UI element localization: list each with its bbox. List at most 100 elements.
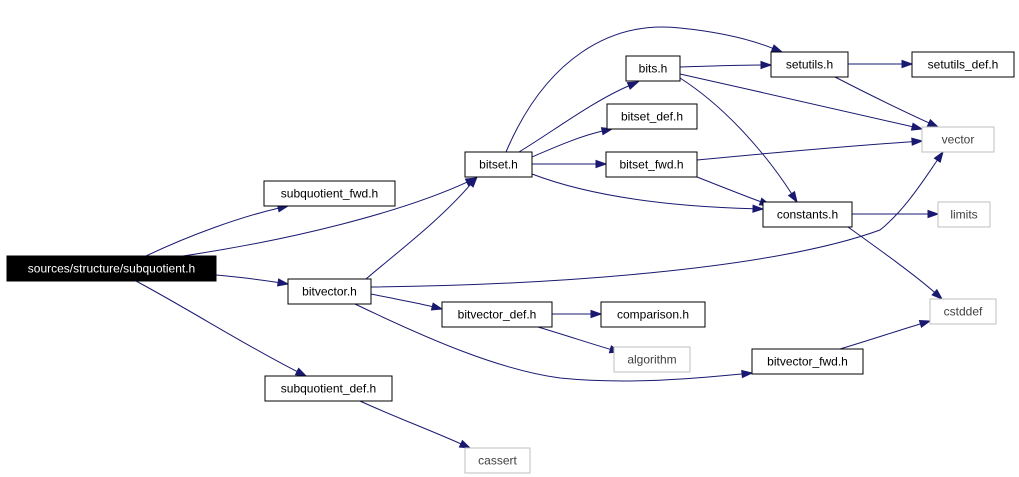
node-label: algorithm bbox=[627, 353, 676, 367]
node-setutils[interactable]: setutils.h bbox=[770, 51, 849, 78]
node-box bbox=[613, 346, 691, 373]
node-label: comparison.h bbox=[617, 308, 689, 322]
edge-bitvector-to-bitset bbox=[365, 175, 478, 280]
edge-bitset-to-bitset_def bbox=[531, 127, 614, 158]
edge-line bbox=[365, 183, 472, 280]
node-algorithm: algorithm bbox=[613, 346, 691, 373]
edge-arrowhead bbox=[910, 122, 924, 131]
node-box bbox=[606, 103, 698, 130]
nodes-layer: sources/structure/subquotient.h subquotie… bbox=[6, 51, 1015, 474]
node-bitset-def[interactable]: bitset_def.h bbox=[606, 103, 698, 130]
edge-arrowhead bbox=[595, 159, 608, 169]
node-bitvector[interactable]: bitvector.h bbox=[287, 278, 372, 305]
edge-line bbox=[839, 323, 922, 350]
node-label: limits bbox=[950, 208, 977, 222]
edge-arrowhead bbox=[741, 369, 754, 379]
edge-line bbox=[182, 181, 469, 257]
edge-arrowhead bbox=[276, 278, 290, 287]
edge-bitvector_def-to-comparison bbox=[552, 309, 603, 319]
node-box bbox=[441, 301, 553, 328]
node-box bbox=[911, 51, 1015, 78]
edge-line bbox=[679, 64, 763, 68]
edge-bitvector-to-bitvector_def bbox=[370, 293, 444, 311]
node-label: cstddef bbox=[944, 305, 983, 319]
edge-line bbox=[354, 303, 744, 382]
edge-line bbox=[847, 226, 936, 294]
node-box bbox=[770, 51, 849, 78]
edge-line bbox=[145, 207, 280, 257]
node-label: sources/structure/subquotient.h bbox=[28, 262, 195, 276]
node-subquotient-fwd[interactable]: subquotient_fwd.h bbox=[263, 180, 396, 207]
node-box bbox=[6, 255, 217, 282]
edge-line bbox=[135, 280, 299, 373]
edge-bits-to-constants bbox=[679, 77, 798, 204]
node-setutils-def[interactable]: setutils_def.h bbox=[911, 51, 1015, 78]
edge-line bbox=[834, 76, 931, 124]
node-label: setutils_def.h bbox=[928, 58, 999, 72]
edge-line bbox=[696, 141, 914, 161]
edge-line bbox=[370, 293, 434, 308]
node-comparison[interactable]: comparison.h bbox=[600, 301, 706, 328]
edge-bitvector_def-to-algorithm bbox=[537, 326, 622, 354]
edge-arrowhead bbox=[787, 190, 798, 204]
edge-arrowhead bbox=[926, 118, 940, 128]
node-label: vector bbox=[942, 133, 975, 147]
edge-bitvector_fwd-to-cstddef bbox=[839, 319, 932, 350]
node-box bbox=[464, 447, 531, 474]
node-root[interactable]: sources/structure/subquotient.h bbox=[6, 255, 217, 282]
edge-line bbox=[215, 274, 280, 284]
node-vector: vector bbox=[921, 126, 995, 153]
edge-line bbox=[679, 73, 914, 128]
edge-line bbox=[531, 173, 755, 210]
edge-bitvector-to-bitvector_fwd bbox=[354, 303, 754, 382]
node-constants[interactable]: constants.h bbox=[762, 201, 853, 228]
edge-root-to-bitvector bbox=[215, 274, 290, 287]
edge-arrowhead bbox=[430, 302, 444, 311]
node-limits: limits bbox=[937, 201, 991, 228]
edge-arrowhead bbox=[911, 137, 924, 146]
edge-line bbox=[518, 85, 630, 153]
edge-constants-to-cstddef bbox=[847, 226, 944, 301]
node-subquotient-def[interactable]: subquotient_def.h bbox=[264, 375, 393, 402]
node-box bbox=[751, 348, 864, 375]
node-bitset[interactable]: bitset.h bbox=[464, 151, 533, 178]
edge-bitset-to-bitset_fwd bbox=[532, 159, 608, 169]
edge-arrowhead bbox=[466, 175, 478, 188]
edge-line bbox=[531, 130, 604, 158]
node-label: setutils.h bbox=[786, 58, 833, 72]
node-bits[interactable]: bits.h bbox=[625, 55, 681, 82]
node-bitvector-def[interactable]: bitvector_def.h bbox=[441, 301, 553, 328]
node-label: bitset.h bbox=[479, 158, 518, 172]
node-label: constants.h bbox=[777, 208, 838, 222]
node-label: bitvector_def.h bbox=[458, 308, 537, 322]
node-box bbox=[921, 126, 995, 153]
node-box bbox=[929, 298, 997, 325]
edge-constants-to-limits bbox=[852, 209, 940, 219]
edge-arrowhead bbox=[752, 204, 765, 213]
node-label: bitvector_fwd.h bbox=[767, 355, 848, 369]
edge-root-to-subquotient_def bbox=[135, 280, 308, 377]
node-box bbox=[263, 180, 396, 207]
edge-line bbox=[679, 77, 793, 195]
edge-bits-to-setutils bbox=[679, 60, 773, 70]
edge-arrowhead bbox=[760, 60, 773, 70]
node-box bbox=[605, 151, 698, 178]
edge-line bbox=[505, 26, 774, 153]
edge-bitvector-to-vector bbox=[370, 150, 944, 288]
node-cstddef: cstddef bbox=[929, 298, 997, 325]
edge-setutils-to-setutils_def bbox=[848, 59, 914, 69]
edge-arrowhead bbox=[901, 59, 914, 69]
edge-arrowhead bbox=[927, 209, 940, 219]
node-label: bitset_fwd.h bbox=[619, 158, 683, 172]
node-bitset-fwd[interactable]: bitset_fwd.h bbox=[605, 151, 698, 178]
edge-line bbox=[696, 176, 762, 203]
node-label: bits.h bbox=[639, 62, 668, 76]
node-bitvector-fwd[interactable]: bitvector_fwd.h bbox=[751, 348, 864, 375]
edge-arrowhead bbox=[918, 319, 932, 329]
edge-line bbox=[359, 400, 463, 445]
edge-subquotient_def-to-cassert bbox=[359, 400, 472, 449]
edge-arrowhead bbox=[590, 309, 603, 319]
node-label: cassert bbox=[478, 454, 517, 468]
edge-arrowhead bbox=[458, 439, 472, 449]
